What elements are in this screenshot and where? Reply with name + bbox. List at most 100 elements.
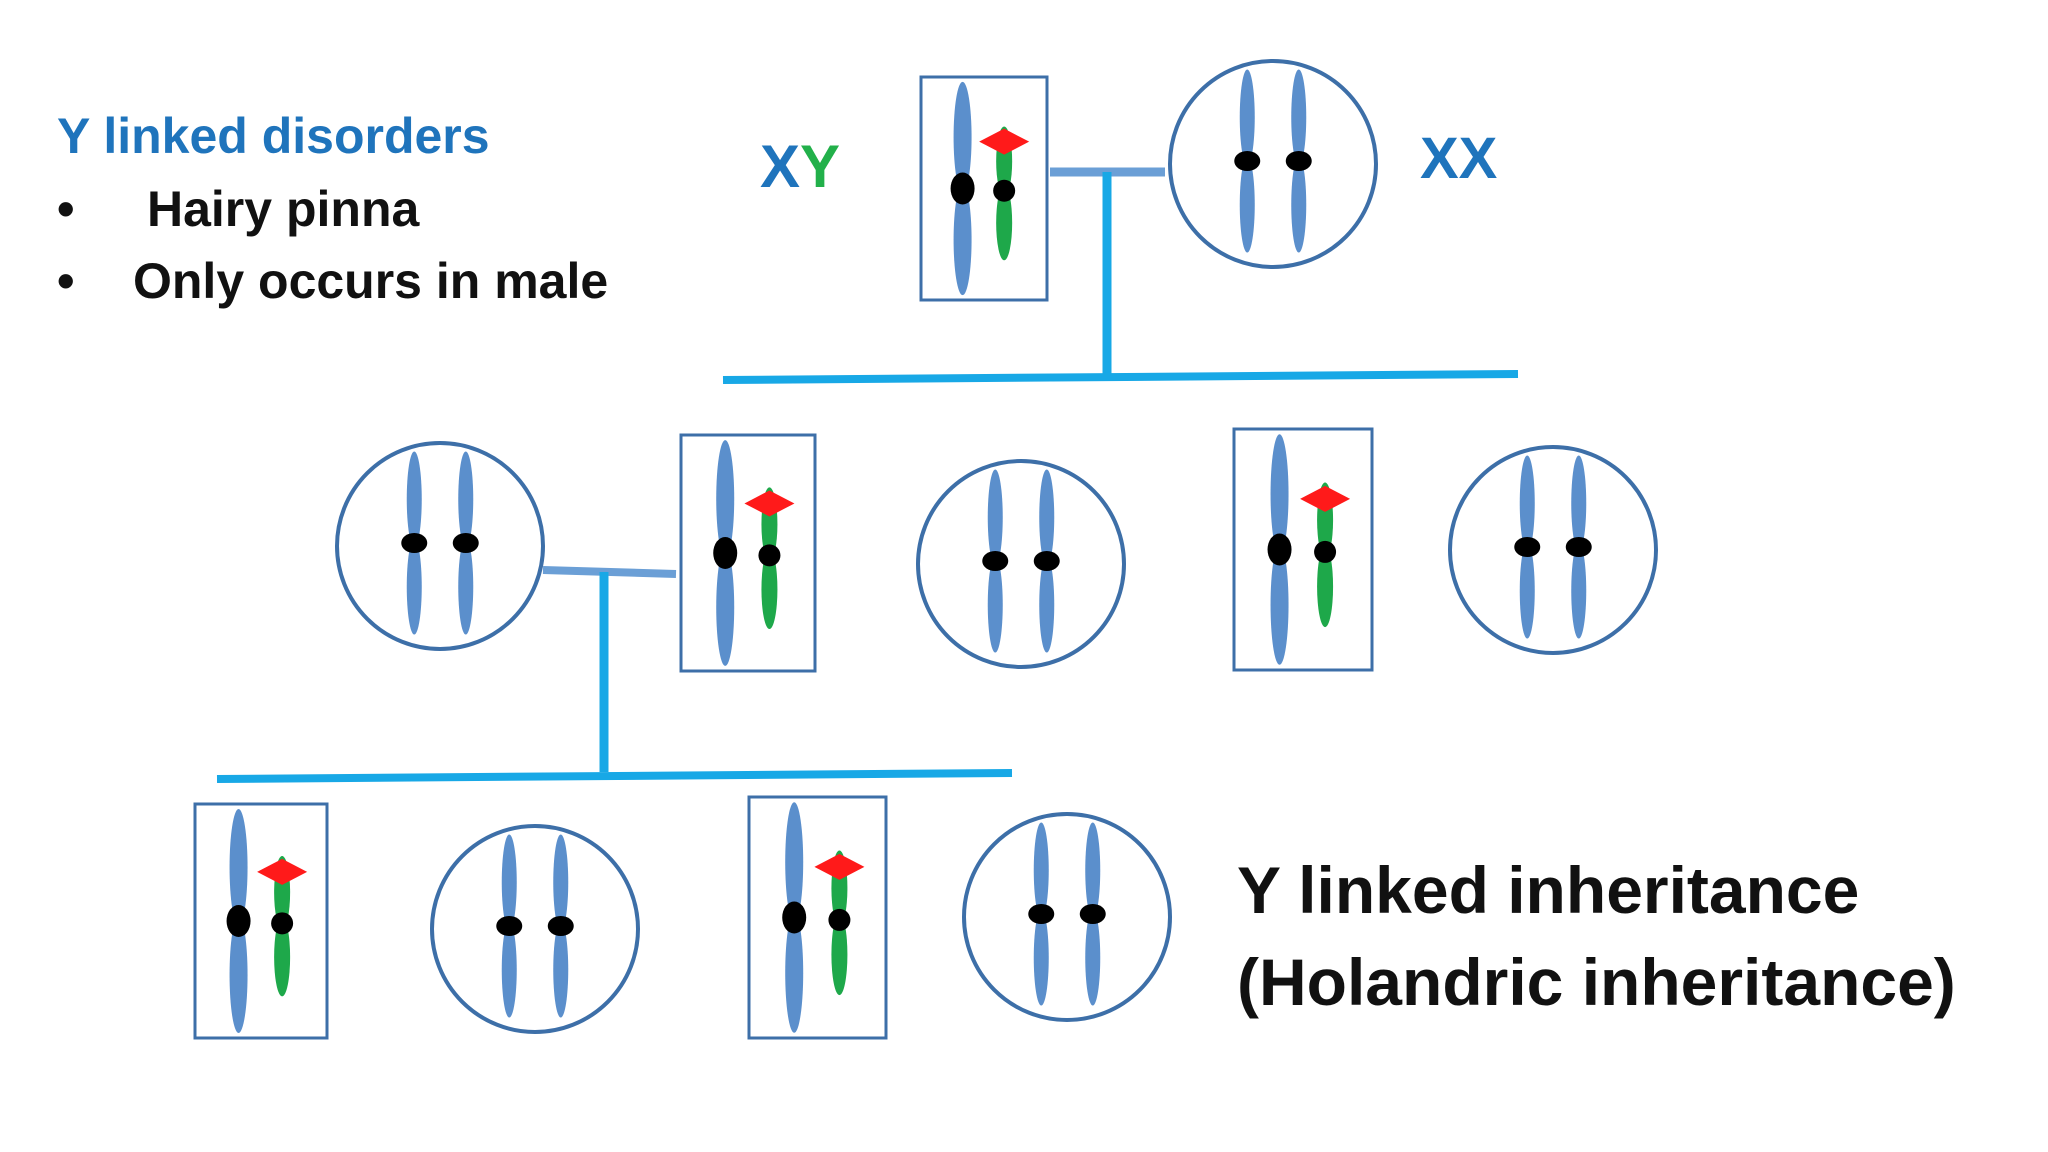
male-box xyxy=(919,75,1049,302)
x-letter: X xyxy=(760,133,801,200)
bullet-icon: • xyxy=(57,253,75,309)
centromere xyxy=(758,544,781,567)
affected-trait-marker-icon xyxy=(744,490,795,517)
centromere xyxy=(993,179,1016,202)
male-box xyxy=(1232,427,1374,672)
affected-male-individual xyxy=(679,433,817,673)
centromere xyxy=(713,537,738,569)
x-chromosome-arm xyxy=(1519,455,1535,551)
affected-trait-marker-icon xyxy=(1300,485,1351,512)
affected-trait-marker-icon xyxy=(979,128,1030,155)
x-chromosome-arm xyxy=(1085,822,1101,918)
x-chromosome-arm xyxy=(458,539,474,635)
centromere xyxy=(401,533,428,553)
sibship-line xyxy=(216,769,1013,783)
disorder-item-label: Only occurs in male xyxy=(133,253,609,309)
marriage-line xyxy=(542,566,677,578)
female-individual xyxy=(962,812,1172,1022)
x-chromosome-arm xyxy=(1519,543,1535,639)
bullet-icon: • xyxy=(57,181,75,237)
x-chromosome-arm xyxy=(229,809,248,926)
female-individual xyxy=(335,441,545,651)
mother-genotype-label: XX xyxy=(1420,126,1498,191)
x-chromosome-arm xyxy=(1291,157,1307,253)
y-chromosome-arm xyxy=(761,549,778,629)
centromere xyxy=(1033,551,1060,571)
x-chromosome-arm xyxy=(1033,822,1049,918)
centromere xyxy=(1314,540,1337,563)
centromere xyxy=(496,916,523,936)
x-chromosome-arm xyxy=(1571,543,1587,639)
centromere xyxy=(1285,151,1312,171)
female-circle xyxy=(1448,445,1658,655)
pedigree-individuals xyxy=(193,59,1658,1040)
x-chromosome-arm xyxy=(1291,69,1307,165)
affected-male-individual xyxy=(1232,427,1374,672)
centromere xyxy=(1267,533,1292,566)
female-circle xyxy=(1168,59,1378,269)
x-chromosome-arm xyxy=(1571,455,1587,551)
x-chromosome-arm xyxy=(553,922,569,1018)
affected-male-individual xyxy=(747,795,888,1040)
centromere xyxy=(950,172,975,205)
x-chromosome-arm xyxy=(458,451,474,547)
centromere xyxy=(452,533,479,553)
centromere xyxy=(1565,537,1592,557)
female-individual xyxy=(916,459,1126,669)
y-chromosome-arm xyxy=(1317,546,1334,628)
centromere xyxy=(1028,904,1055,924)
x-chromosome-arm xyxy=(229,916,248,1033)
y-chromosome-arm xyxy=(831,914,848,996)
disorder-item-label: Hairy pinna xyxy=(147,181,420,237)
x-chromosome-arm xyxy=(1270,434,1289,554)
centromere xyxy=(547,916,574,936)
female-circle xyxy=(916,459,1126,669)
x-chromosome-arm xyxy=(785,913,804,1033)
female-circle xyxy=(962,812,1172,1022)
female-individual xyxy=(1168,59,1378,269)
x-chromosome-arm xyxy=(501,922,517,1018)
x-chromosome-arm xyxy=(501,834,517,930)
x-chromosome-arm xyxy=(553,834,569,930)
affected-trait-marker-icon xyxy=(257,858,308,885)
centromere xyxy=(982,551,1009,571)
x-chromosome-arm xyxy=(953,184,972,296)
affected-male-individual xyxy=(193,802,329,1040)
male-box xyxy=(193,802,329,1040)
x-chromosome-arm xyxy=(1239,157,1255,253)
x-chromosome-arm xyxy=(1270,545,1289,665)
centromere xyxy=(226,905,251,937)
x-chromosome-arm xyxy=(716,548,735,666)
x-chromosome-arm xyxy=(716,440,735,558)
centromere xyxy=(1234,151,1261,171)
centromere xyxy=(782,901,807,934)
x-chromosome-arm xyxy=(1239,69,1255,165)
x-chromosome-arm xyxy=(406,539,422,635)
sibship-line xyxy=(722,370,1519,384)
female-circle xyxy=(335,441,545,651)
centromere xyxy=(1079,904,1106,924)
x-chromosome-arm xyxy=(406,451,422,547)
x-chromosome-arm xyxy=(785,802,804,922)
x-chromosome-arm xyxy=(1039,557,1055,653)
x-chromosome-arm xyxy=(953,81,972,193)
y-chromosome-arm xyxy=(996,185,1013,261)
female-individual xyxy=(430,824,640,1034)
pedigree-lines xyxy=(216,167,1519,783)
affected-trait-marker-icon xyxy=(814,853,865,880)
affected-male-individual xyxy=(919,75,1049,302)
female-circle xyxy=(430,824,640,1034)
diagram-title: Y linked inheritance xyxy=(1237,853,1860,927)
y-letter: Y xyxy=(800,133,841,200)
x-chromosome-arm xyxy=(1033,910,1049,1006)
father-genotype-label: XY xyxy=(760,132,840,201)
centromere xyxy=(828,908,851,931)
disorders-heading: Y linked disorders xyxy=(57,108,490,164)
y-chromosome-arm xyxy=(274,917,291,997)
male-box xyxy=(747,795,888,1040)
diagram-subtitle: (Holandric inheritance) xyxy=(1237,945,1956,1019)
male-box xyxy=(679,433,817,673)
female-individual xyxy=(1448,445,1658,655)
centromere xyxy=(271,912,294,935)
